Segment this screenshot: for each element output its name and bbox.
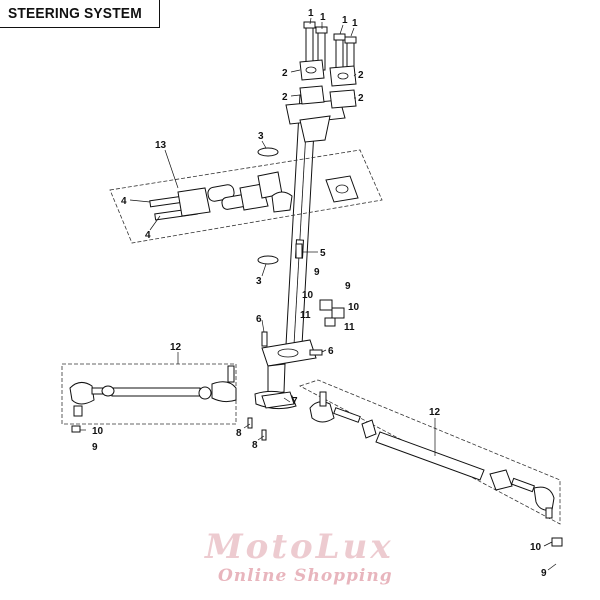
callout-6: 6 <box>256 314 262 325</box>
callout-1: 1 <box>308 8 314 19</box>
callout-3: 3 <box>256 276 262 287</box>
callout-2: 2 <box>358 93 364 104</box>
tie-rod-left <box>69 365 237 417</box>
switch-assembly-13 <box>149 171 359 221</box>
callout-1: 1 <box>342 15 348 26</box>
washer-3-lower <box>257 255 279 265</box>
callout-12: 12 <box>170 342 182 353</box>
top-clamp <box>285 99 346 143</box>
diagram-title: STEERING SYSTEM <box>8 5 142 22</box>
callout-4: 4 <box>145 230 151 241</box>
callout-6: 6 <box>328 346 334 357</box>
callout-1: 1 <box>320 12 326 23</box>
bolt-1 <box>303 21 357 81</box>
callout-5: 5 <box>320 248 326 259</box>
clamp-block-2 <box>299 59 357 109</box>
pin-8-a <box>247 417 253 429</box>
callout-2: 2 <box>282 92 288 103</box>
callout-7: 7 <box>292 396 298 407</box>
title-box: STEERING SYSTEM <box>0 0 160 28</box>
callout-9: 9 <box>314 267 320 278</box>
callout-11: 11 <box>300 310 311 321</box>
callout-12: 12 <box>429 407 441 418</box>
part-7 <box>261 391 295 409</box>
callout-8: 8 <box>236 428 242 439</box>
callout-10: 10 <box>348 302 360 313</box>
watermark-logo: MotoLux <box>205 527 394 567</box>
group-13-outline <box>109 149 383 244</box>
bolt-6-right <box>309 349 323 356</box>
callout-11: 11 <box>344 322 355 333</box>
part-5 <box>295 243 303 259</box>
callout-10: 10 <box>302 290 314 301</box>
callout-9: 9 <box>541 568 547 579</box>
washer-3-upper <box>257 147 279 157</box>
leader-lines <box>80 17 557 571</box>
watermark-tagline: Online Shopping <box>218 566 393 586</box>
callout-2: 2 <box>282 68 288 79</box>
callout-13: 13 <box>155 140 167 151</box>
nut-10-right <box>551 537 563 547</box>
callout-labels: 1 1 1 1 2 2 2 2 3 3 4 4 5 6 6 7 8 8 9 9 … <box>92 8 547 579</box>
tie-rod-right <box>309 391 555 519</box>
nut-10-left <box>71 425 81 433</box>
callout-10: 10 <box>92 426 104 437</box>
bolt-6-left <box>261 331 268 347</box>
callout-9: 9 <box>92 442 98 453</box>
callout-4: 4 <box>121 196 127 207</box>
callout-1: 1 <box>352 18 358 29</box>
callout-9: 9 <box>345 281 351 292</box>
nut-10-column <box>319 299 345 327</box>
callout-3: 3 <box>258 131 264 142</box>
pin-8-b <box>261 429 267 441</box>
callout-2: 2 <box>358 70 364 81</box>
callout-10: 10 <box>530 542 542 553</box>
callout-8: 8 <box>252 440 258 451</box>
